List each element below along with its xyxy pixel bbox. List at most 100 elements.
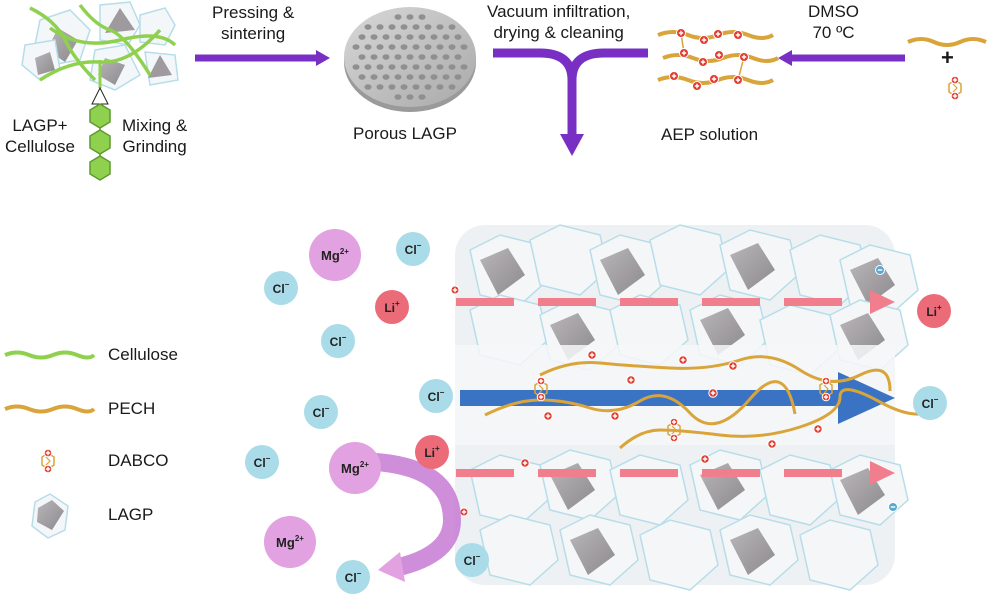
pore — [406, 14, 414, 20]
pore — [364, 84, 372, 90]
cl-ion: Cl− — [264, 271, 298, 305]
arrow-dmso-head — [778, 50, 792, 66]
positive-charge-icon — [692, 81, 702, 91]
positive-charge-icon — [950, 91, 960, 101]
pore — [436, 44, 444, 50]
positive-charge-icon — [699, 35, 709, 45]
pore — [412, 64, 420, 70]
label-mixing: Mixing & Grinding — [122, 115, 187, 157]
positive-charge-icon — [536, 392, 546, 402]
lagp-crystal — [719, 229, 799, 301]
plus-sign: + — [941, 45, 954, 70]
label-lagp-plus: LAGP+ — [12, 116, 68, 135]
positive-charge-icon — [669, 417, 679, 427]
pore — [376, 84, 384, 90]
pore — [388, 84, 396, 90]
pore — [364, 64, 372, 70]
legend-dabco-label: DABCO — [108, 451, 169, 470]
cl-ion: Cl− — [913, 386, 947, 420]
pore — [448, 24, 456, 30]
pore — [406, 94, 414, 100]
li-ion-path-bottom — [456, 461, 895, 485]
pore — [412, 24, 420, 30]
positive-charge-icon — [708, 388, 718, 398]
cl-ion: Cl− — [455, 543, 489, 577]
pore — [442, 74, 450, 80]
label-pressing: Pressing & sintering — [212, 2, 294, 44]
pore — [370, 74, 378, 80]
pore — [430, 34, 438, 40]
pore — [430, 54, 438, 60]
pore — [412, 84, 420, 90]
positive-charge-icon — [950, 75, 960, 85]
pore — [406, 54, 414, 60]
positive-charge-icon — [669, 433, 679, 443]
legend-lagp-icon — [31, 493, 69, 539]
label-porous-lagp: Porous LAGP — [353, 124, 457, 143]
pore — [358, 74, 366, 80]
positive-charge-icon — [821, 392, 831, 402]
label-mixing-1: Mixing & — [122, 116, 188, 135]
li-ion: Li+ — [375, 290, 409, 324]
lagp-crystal — [589, 234, 669, 306]
legend-cellulose-label: Cellulose — [108, 345, 178, 364]
label-lagp-cellulose: LAGP+ Cellulose — [5, 115, 75, 157]
label-pressing-1: Pressing & — [212, 3, 295, 22]
pore — [352, 64, 360, 70]
pore — [454, 54, 462, 60]
li-ion: Li+ — [917, 294, 951, 328]
aep-solution-icon — [657, 28, 780, 91]
positive-charge-icon — [700, 454, 710, 464]
pore — [358, 54, 366, 60]
positive-charge-icon — [676, 28, 686, 38]
lagp-cellulose-mixture-icon — [21, 1, 179, 181]
mg-ion: Mg2+ — [264, 516, 316, 568]
cl-ion: Cl− — [245, 445, 279, 479]
cl-ion: Cl− — [419, 379, 453, 413]
pore — [442, 34, 450, 40]
pore — [376, 44, 384, 50]
lagp-crystal — [829, 454, 909, 526]
legend-pech-icon — [4, 404, 96, 414]
pore — [454, 74, 462, 80]
legend-lagp-label: LAGP — [108, 505, 154, 524]
lagp-crystal — [799, 519, 879, 591]
label-temperature: 70 ºC — [812, 23, 855, 42]
positive-charge-icon — [669, 71, 679, 81]
pore — [418, 34, 426, 40]
positive-charge-icon — [767, 439, 777, 449]
cl-ion: Cl− — [396, 232, 430, 266]
lagp-crystal — [469, 234, 549, 306]
lagp-crystal — [479, 514, 559, 586]
pech-reactant-icon — [907, 37, 987, 47]
pore — [424, 64, 432, 70]
pore — [394, 94, 402, 100]
positive-charge-icon — [733, 30, 743, 40]
cl-ion: Cl− — [304, 395, 338, 429]
pore — [418, 54, 426, 60]
positive-charge-icon — [43, 464, 53, 474]
positive-charge-icon — [713, 29, 723, 39]
pore — [376, 24, 384, 30]
pore — [460, 64, 468, 70]
label-vacuum-2: drying & cleaning — [493, 23, 624, 42]
positive-charge-icon — [587, 350, 597, 360]
pore — [352, 44, 360, 50]
pore — [370, 34, 378, 40]
pore — [370, 54, 378, 60]
positive-charge-icon — [520, 458, 530, 468]
pore — [424, 44, 432, 50]
label-cellulose: Cellulose — [5, 137, 75, 156]
pore — [388, 24, 396, 30]
cl-ion: Cl− — [336, 560, 370, 594]
pore — [382, 54, 390, 60]
pore — [436, 64, 444, 70]
pore — [448, 44, 456, 50]
pore — [400, 24, 408, 30]
pore — [400, 84, 408, 90]
pore — [394, 54, 402, 60]
pore — [394, 34, 402, 40]
pore — [418, 74, 426, 80]
pore — [400, 44, 408, 50]
